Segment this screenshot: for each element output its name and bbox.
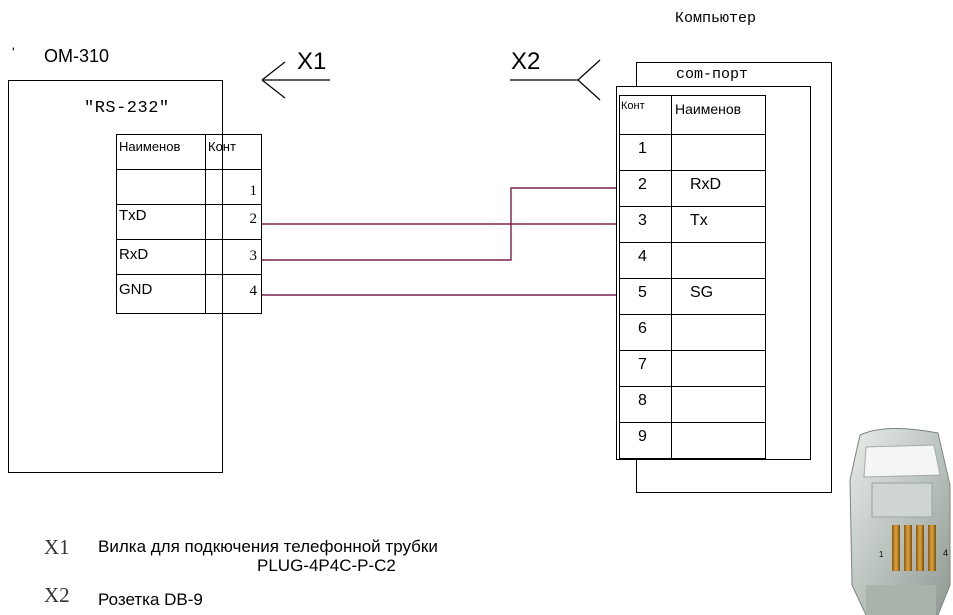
device-row-1-pin: 1: [205, 169, 262, 205]
computer-row-9-pin: 9: [619, 422, 672, 459]
device-header-pin: Конт: [205, 134, 262, 170]
device-row-2-name: TxD: [116, 204, 206, 240]
x1-arrow-label: X1: [297, 48, 327, 75]
wire-rxd-to-txd: [262, 187, 616, 261]
device-row-1-name: [116, 169, 206, 205]
com-port-label: com-порт: [676, 66, 749, 83]
x1-arrow: [261, 61, 330, 99]
rj-connector-photo-icon: 1 4: [846, 425, 953, 615]
legend-x1-part: PLUG-4P4C-P-C2: [257, 556, 396, 575]
interface-label: "RS-232": [84, 99, 170, 118]
computer-row-3-name: Tx: [671, 206, 766, 243]
computer-row-5-name: SG: [671, 278, 766, 315]
com-port-box: [616, 86, 811, 460]
computer-row-3-pin: 3: [619, 206, 672, 243]
device-tick: ': [12, 44, 15, 60]
computer-label: Компьютер: [675, 10, 757, 27]
computer-row-4-name: [671, 242, 766, 279]
device-name: ОМ-310: [44, 46, 110, 66]
device-row-4-name: GND: [116, 274, 206, 314]
device-row-4-pin: 4: [205, 274, 262, 314]
computer-row-4-pin: 4: [619, 242, 672, 279]
computer-row-9-name: [671, 422, 766, 459]
legend-x2-text: Розетка DB-9: [98, 590, 203, 609]
connector-pin-label-4: 4: [943, 548, 949, 558]
computer-row-8-name: [671, 386, 766, 423]
computer-row-1-pin: 1: [619, 134, 672, 171]
connector-pin-label-1: 1: [879, 550, 884, 559]
computer-row-6-pin: 6: [619, 314, 672, 351]
computer-header-pin: Конт: [619, 95, 672, 135]
computer-row-2-name: RxD: [671, 170, 766, 207]
computer-row-2-pin: 2: [619, 170, 672, 207]
device-row-2-pin: 2: [205, 204, 262, 240]
device-box: [8, 80, 223, 473]
computer-row-6-name: [671, 314, 766, 351]
computer-row-7-name: [671, 350, 766, 387]
x2-arrow: [510, 59, 601, 101]
computer-header-name: Наименов: [671, 95, 766, 135]
legend-x2-tag: X2: [44, 583, 70, 607]
x2-arrow-label: X2: [511, 48, 541, 75]
computer-row-8-pin: 8: [619, 386, 672, 423]
legend-x1-text: Вилка для подкючения телефонной трубки: [98, 537, 438, 556]
computer-row-1-name: [671, 134, 766, 171]
device-row-3-name: RxD: [116, 239, 206, 275]
legend-x1-tag: X1: [44, 535, 70, 559]
computer-row-5-pin: 5: [619, 278, 672, 315]
computer-row-7-pin: 7: [619, 350, 672, 387]
device-header-name: Наименов: [116, 134, 206, 170]
device-row-3-pin: 3: [205, 239, 262, 275]
